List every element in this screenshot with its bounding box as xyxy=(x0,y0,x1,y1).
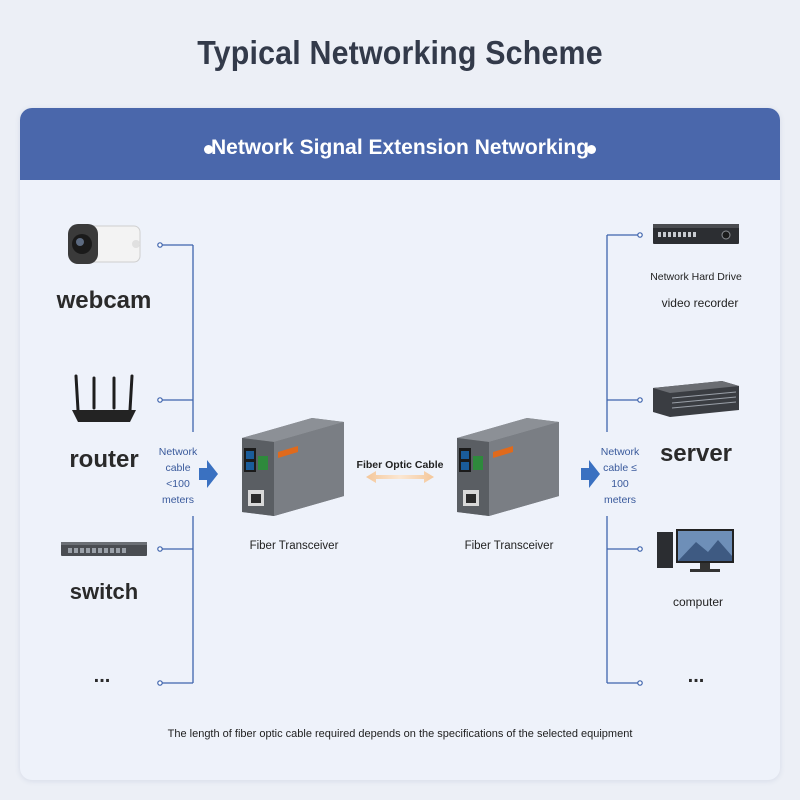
right-cable-label: Network cable ≤ 100 meters xyxy=(600,446,640,506)
right-arrow-icon xyxy=(581,460,600,488)
diagram-card: Network Signal Extension Networking xyxy=(20,108,780,780)
fiber-optic-label: Fiber Optic Cable xyxy=(356,459,444,471)
nvr-icon xyxy=(653,224,739,244)
banner: Network Signal Extension Networking xyxy=(20,108,780,180)
left-cable-label: Network cable <100 meters xyxy=(158,446,198,506)
transceiver-left-label: Fiber Transceiver xyxy=(249,540,339,552)
device-label-router: router xyxy=(69,446,139,473)
device-label-more-left: ... xyxy=(93,665,111,687)
fiber-transceiver-left-icon xyxy=(242,418,344,516)
computer-icon xyxy=(657,529,734,572)
webcam-icon xyxy=(68,224,141,264)
footnote: The length of fiber optic cable required… xyxy=(167,728,633,740)
device-label-switch: switch xyxy=(69,579,139,604)
left-arrow-icon xyxy=(199,460,218,488)
server-icon xyxy=(653,381,739,417)
router-icon xyxy=(72,374,136,422)
device-label-nvr-line2: video recorder xyxy=(661,296,739,310)
device-label-webcam: webcam xyxy=(56,287,152,314)
device-label-more-right: ... xyxy=(687,665,705,687)
fiber-double-arrow-icon xyxy=(366,471,434,483)
device-label-nvr-line1: Network Hard Drive xyxy=(650,271,742,283)
switch-icon xyxy=(61,542,147,556)
device-label-computer: computer xyxy=(672,595,724,609)
banner-dot-right xyxy=(587,145,596,154)
banner-dot-left xyxy=(204,145,213,154)
banner-title: Network Signal Extension Networking xyxy=(210,136,590,159)
page-title: Typical Networking Scheme xyxy=(197,34,603,71)
device-label-server: server xyxy=(659,440,733,467)
transceiver-right-label: Fiber Transceiver xyxy=(464,540,554,552)
fiber-transceiver-right-icon xyxy=(457,418,559,516)
